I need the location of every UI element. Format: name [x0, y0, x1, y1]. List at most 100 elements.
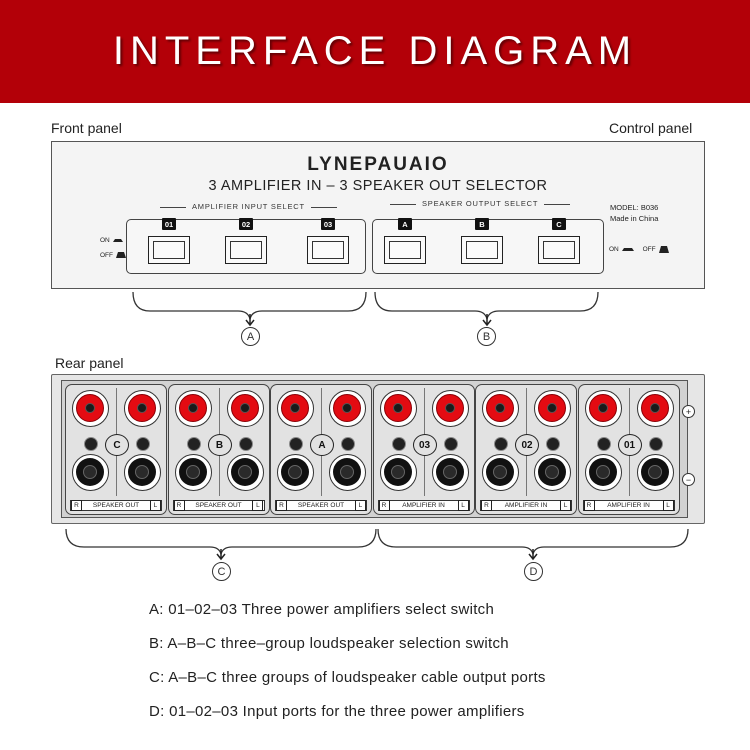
amp-select-button-03[interactable]: [307, 236, 349, 264]
negative-terminal-r[interactable]: [277, 454, 314, 491]
module-label: C: [105, 434, 129, 456]
module-label: 02: [515, 434, 539, 456]
amp-button-tag-03: 03: [321, 218, 335, 230]
on-off-indicator-left: ON OFF: [100, 233, 127, 263]
speaker-select-button-b[interactable]: [461, 236, 503, 264]
plus-icon: +: [682, 405, 695, 418]
screw-icon: [289, 437, 303, 451]
amp-select-button-02[interactable]: [225, 236, 267, 264]
negative-terminal-l[interactable]: [226, 454, 264, 491]
made-in: Made in China: [610, 214, 659, 223]
module-label: 03: [412, 434, 437, 456]
control-panel-label: Control panel: [609, 120, 693, 136]
page-title: INTERFACE DIAGRAM: [112, 29, 638, 73]
left-channel-mark: L: [560, 500, 571, 511]
negative-terminal-l[interactable]: [534, 454, 571, 491]
negative-terminal-l[interactable]: [431, 454, 469, 491]
off-state-icon: [116, 252, 126, 259]
right-channel-mark: R: [583, 500, 595, 511]
negative-terminal-r[interactable]: [174, 454, 212, 491]
arrow-down-icon: [482, 314, 492, 327]
port-bar-label: AMPLIFIER IN: [607, 502, 650, 509]
rear-braces: [65, 528, 689, 561]
screw-icon: [238, 437, 253, 451]
model-info: MODEL: B036 Made in China: [610, 202, 658, 224]
screw-icon: [84, 437, 98, 451]
speaker-select-button-a[interactable]: [384, 236, 426, 264]
positive-terminal-l[interactable]: [329, 390, 366, 427]
device-subtitle: 3 AMPLIFIER IN – 3 SPEAKER OUT SELECTOR: [208, 178, 548, 194]
callout-d: D: [524, 562, 543, 581]
off-text: OFF: [642, 246, 656, 253]
amp-button-tag-01: 01: [162, 218, 176, 230]
arrow-down-icon: [245, 314, 255, 327]
amp-select-group: 01 02 03: [126, 218, 366, 274]
amp-input-select-label: AMPLIFIER INPUT SELECT: [154, 202, 343, 211]
negative-terminal-r[interactable]: [482, 454, 519, 491]
amp-button-tag-02: 02: [239, 218, 253, 230]
positive-terminal-r[interactable]: [277, 390, 314, 427]
negative-terminal-l[interactable]: [636, 454, 674, 491]
model-number: MODEL: B036: [610, 203, 659, 212]
speaker-button-tag-b: B: [475, 218, 489, 230]
rear-panel-label: Rear panel: [55, 355, 124, 371]
positive-terminal-r[interactable]: [482, 390, 519, 427]
positive-terminal-l[interactable]: [226, 390, 264, 427]
port-bar-label: SPEAKER OUT: [195, 502, 242, 509]
negative-terminal-r[interactable]: [584, 454, 622, 491]
legend-item-c: C: A–B–C three groups of loudspeaker cab…: [149, 669, 546, 686]
screw-icon: [648, 437, 663, 451]
positive-terminal-r[interactable]: [72, 390, 109, 427]
header-banner: INTERFACE DIAGRAM: [0, 0, 750, 103]
legend-item-b: B: A–B–C three–group loudspeaker selecti…: [149, 635, 509, 652]
brand-logo: LYNEPAUAIO: [307, 154, 449, 175]
module-label: B: [207, 434, 232, 456]
right-channel-mark: R: [71, 500, 82, 511]
positive-terminal-r[interactable]: [379, 390, 417, 427]
positive-terminal-r[interactable]: [174, 390, 212, 427]
speaker-select-group: A B C: [372, 218, 604, 274]
callout-c: C: [212, 562, 231, 581]
screw-icon: [546, 437, 560, 451]
positive-terminal-r[interactable]: [584, 390, 622, 427]
positive-terminal-l[interactable]: [636, 390, 674, 427]
arrow-down-icon: [216, 549, 226, 561]
screw-icon: [596, 437, 611, 451]
positive-terminal-l[interactable]: [534, 390, 571, 427]
negative-terminal-r[interactable]: [72, 454, 109, 491]
port-bar-label: AMPLIFIER IN: [504, 502, 548, 509]
port-bar-label: SPEAKER OUT: [297, 502, 345, 509]
right-channel-mark: R: [173, 500, 185, 511]
front-panel: LYNEPAUAIO 3 AMPLIFIER IN – 3 SPEAKER OU…: [51, 141, 705, 289]
speaker-select-button-c[interactable]: [538, 236, 580, 264]
arrow-down-icon: [528, 549, 538, 561]
on-text: ON: [609, 246, 619, 253]
negative-terminal-l[interactable]: [329, 454, 366, 491]
right-channel-mark: R: [276, 500, 287, 511]
on-text: ON: [100, 237, 110, 244]
speaker-button-tag-a: A: [398, 218, 412, 230]
callout-a: A: [241, 327, 260, 346]
positive-terminal-l[interactable]: [431, 390, 469, 427]
screw-icon: [341, 437, 355, 451]
amp-select-button-01[interactable]: [148, 236, 190, 264]
off-text: OFF: [100, 252, 113, 259]
legend-item-d: D: 01–02–03 Input ports for the three po…: [149, 703, 525, 720]
negative-terminal-r[interactable]: [379, 454, 417, 491]
front-panel-label: Front panel: [51, 120, 122, 136]
minus-icon: −: [682, 473, 695, 486]
positive-terminal-l[interactable]: [124, 390, 161, 427]
on-off-indicator-right: ON OFF: [609, 242, 670, 257]
negative-terminal-l[interactable]: [124, 454, 161, 491]
